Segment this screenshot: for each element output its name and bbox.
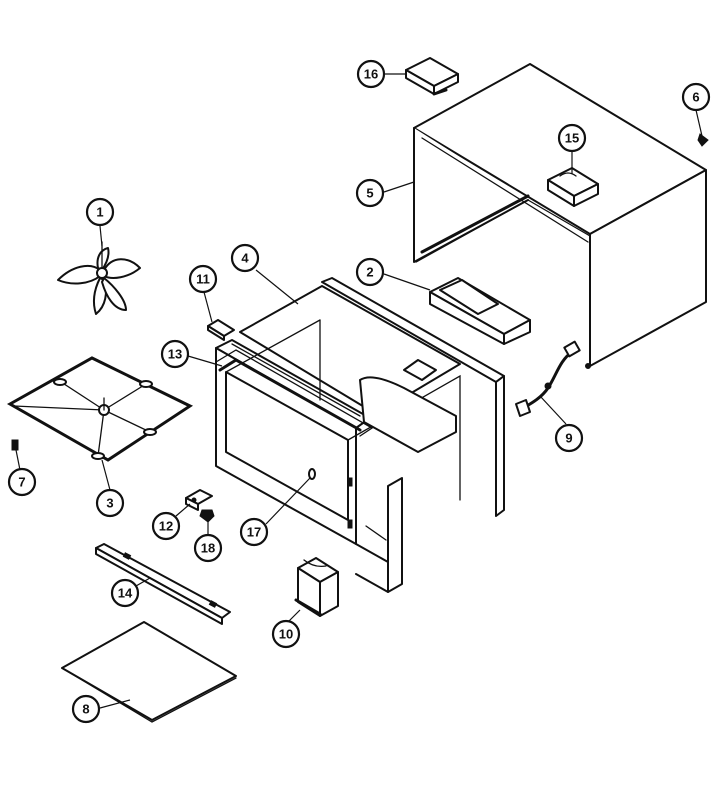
callout-label-16: 16 <box>364 67 378 82</box>
callout-12: 12 <box>151 511 181 541</box>
part-15-bracket <box>547 167 599 207</box>
callout-13: 13 <box>160 339 190 369</box>
part-6-screw <box>697 133 709 147</box>
part-13-trim-strip <box>215 349 374 437</box>
callout-label-8: 8 <box>82 702 89 717</box>
callout-label-7: 7 <box>18 475 25 490</box>
callout-5: 5 <box>355 178 385 208</box>
part-7-screw <box>11 439 19 451</box>
callout-label-13: 13 <box>168 347 182 362</box>
part-5-outer-cabinet <box>413 63 707 369</box>
callout-2: 2 <box>355 257 385 287</box>
callout-label-1: 1 <box>96 205 103 220</box>
callout-label-3: 3 <box>106 496 113 511</box>
part-9-power-cord <box>515 340 581 417</box>
leader-lines <box>15 73 703 709</box>
callout-label-9: 9 <box>565 431 572 446</box>
callout-label-15: 15 <box>565 131 579 146</box>
callout-3: 3 <box>95 488 125 518</box>
callout-6: 6 <box>681 82 711 112</box>
callout-label-10: 10 <box>279 627 293 642</box>
callout-label-5: 5 <box>366 186 373 201</box>
part-16-top-bracket <box>405 57 459 96</box>
callout-label-18: 18 <box>201 541 215 556</box>
part-10-bracket-assembly <box>294 557 339 617</box>
callout-label-11: 11 <box>196 272 210 287</box>
callout-14: 14 <box>110 578 140 608</box>
callout-10: 10 <box>271 619 301 649</box>
callout-17: 17 <box>239 517 269 547</box>
callout-1: 1 <box>85 197 115 227</box>
callout-label-2: 2 <box>366 265 373 280</box>
callout-9: 9 <box>554 423 584 453</box>
callout-label-6: 6 <box>692 90 699 105</box>
callout-label-17: 17 <box>247 525 261 540</box>
part-2-duct <box>429 277 531 345</box>
callout-18: 18 <box>193 533 223 563</box>
part-11-clip <box>207 319 235 341</box>
part-14-rail <box>95 543 231 625</box>
part-3-fan-guard <box>6 356 194 462</box>
part-1-fan-blade <box>57 241 141 315</box>
callout-15: 15 <box>557 123 587 153</box>
callout-16: 16 <box>356 59 386 89</box>
callout-label-4: 4 <box>241 251 249 266</box>
callout-4: 4 <box>230 243 260 273</box>
callout-7: 7 <box>7 467 37 497</box>
part-4-inner-cavity <box>215 277 505 593</box>
part-12-bracket <box>185 489 213 511</box>
callout-label-14: 14 <box>118 586 133 601</box>
part-18-screw <box>199 509 215 523</box>
part-17-lamp <box>308 468 316 480</box>
callout-11: 11 <box>188 264 218 294</box>
callout-8: 8 <box>71 694 101 724</box>
callout-label-12: 12 <box>159 519 173 534</box>
